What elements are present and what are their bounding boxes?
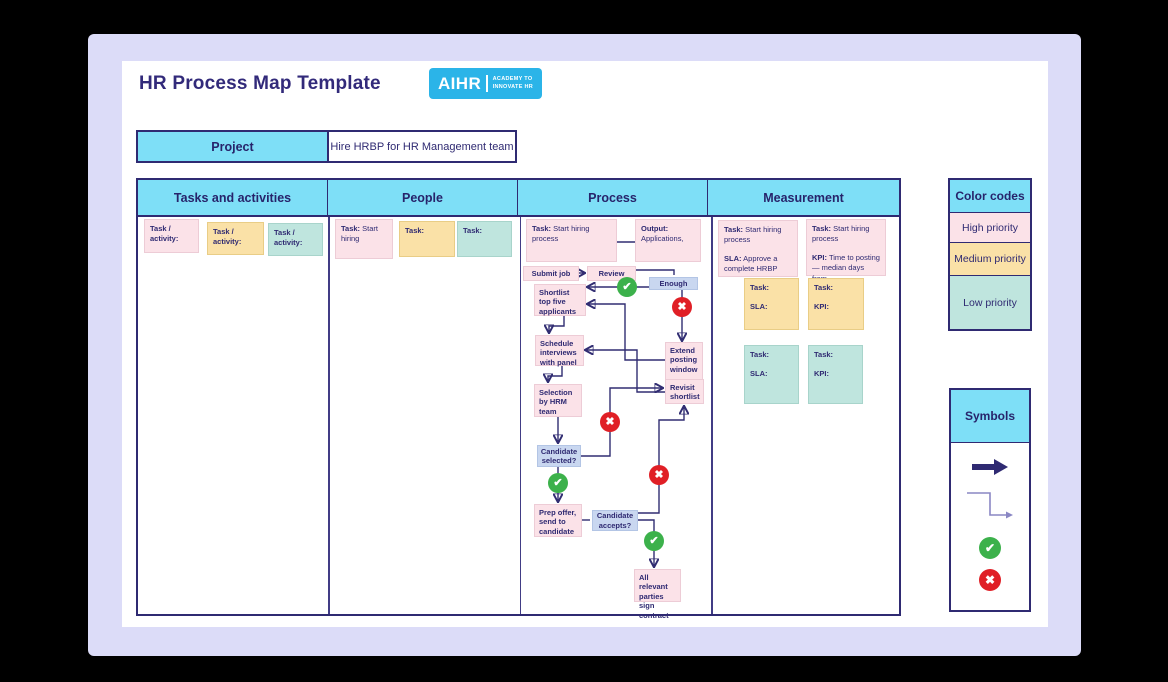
decision-candidate-accepts[interactable]: Candidate accepts? <box>592 510 638 531</box>
connector-schedule-selection <box>548 366 563 381</box>
legend-high-priority: High priority <box>950 213 1030 243</box>
connector-review-enough <box>636 269 675 275</box>
logo-tagline: ACADEMY TO INNOVATE HR <box>492 76 534 90</box>
no-cross-icon: ✖ <box>672 297 692 317</box>
column-divider <box>328 217 330 614</box>
measurement-note-sla-medium[interactable]: Task: SLA: <box>744 278 799 330</box>
connector-accepts-no-revisit <box>638 407 684 514</box>
sticky-note-people-medium[interactable]: Task: <box>399 221 455 257</box>
yes-check-icon: ✔ <box>617 277 637 297</box>
measurement-note-sla-low[interactable]: Task: SLA: <box>744 345 799 404</box>
sticky-note-people-low[interactable]: Task: <box>457 221 512 257</box>
step-revisit-shortlist[interactable]: Revisit shortlist <box>665 379 704 404</box>
page-title: HR Process Map Template <box>139 73 381 94</box>
color-codes-title: Color codes <box>950 180 1030 213</box>
elbow-connector-icon <box>967 492 1013 519</box>
measurement-note-kpi-high[interactable]: Task: Start hiring process KPI: Time to … <box>806 219 886 283</box>
sticky-note-people-high[interactable]: Task: Start hiring <box>335 219 393 259</box>
step-schedule-interviews[interactable]: Schedule interviews with panel <box>535 335 584 367</box>
no-cross-icon: ✖ <box>979 569 1001 591</box>
column-header-tasks: Tasks and activities <box>138 180 328 215</box>
project-bar: Project Hire HRBP for HR Management team <box>136 130 517 163</box>
connector-revisit-schedule <box>586 350 665 393</box>
connector-candidate-no-revisit <box>581 388 662 457</box>
decision-enough[interactable]: Enough <box>649 277 698 290</box>
step-sign-contract[interactable]: All relevant parties sign contract <box>634 569 681 620</box>
column-header-process: Process <box>518 180 708 215</box>
connector-shortlist-schedule <box>549 316 565 332</box>
table-header-row: Tasks and activities People Process Meas… <box>138 180 899 217</box>
yes-check-icon: ✔ <box>979 537 1001 559</box>
decision-candidate-selected[interactable]: Candidate selected? <box>537 445 581 467</box>
sticky-note-task-activity-high[interactable]: Task / activity: <box>144 219 199 253</box>
step-shortlist[interactable]: Shortlist top five applicants <box>534 284 586 316</box>
process-map-table: Tasks and activities People Process Meas… <box>136 178 901 620</box>
color-codes-panel: Color codes High priority Medium priorit… <box>948 178 1032 331</box>
no-cross-icon: ✖ <box>600 412 620 432</box>
column-divider <box>519 217 521 614</box>
project-value[interactable]: Hire HRBP for HR Management team <box>330 140 514 153</box>
logo-brand-text: AIHR <box>438 73 482 93</box>
project-label: Project <box>138 132 329 161</box>
symbols-list: ✔ ✖ <box>951 443 1029 591</box>
step-selection-hrm[interactable]: Selection by HRM team <box>534 384 582 417</box>
no-cross-icon: ✖ <box>649 465 669 485</box>
process-task-note[interactable]: Task: Start hiring process <box>526 219 617 262</box>
bold-arrow-icon <box>972 459 1008 475</box>
whiteboard-canvas: HR Process Map Template AIHR ACADEMY TO … <box>122 61 1048 627</box>
measurement-note-kpi-low[interactable]: Task: KPI: <box>808 345 863 404</box>
step-extend-posting[interactable]: Extend posting window <box>665 342 703 381</box>
yes-check-icon: ✔ <box>548 473 568 493</box>
logo-divider <box>486 75 488 92</box>
yes-check-icon: ✔ <box>644 531 664 551</box>
column-header-people: People <box>328 180 518 215</box>
column-divider <box>711 217 713 614</box>
measurement-note-sla-high[interactable]: Task: Start hiring process SLA: Approve … <box>718 220 798 277</box>
legend-medium-priority: Medium priority <box>950 243 1030 276</box>
step-submit-job[interactable]: Submit job <box>523 266 579 281</box>
step-prep-offer[interactable]: Prep offer, send to candidate <box>534 504 582 537</box>
symbols-title: Symbols <box>951 390 1029 443</box>
aihr-logo: AIHR ACADEMY TO INNOVATE HR <box>429 68 543 99</box>
symbols-panel: Symbols ✔ ✖ <box>949 388 1031 612</box>
measurement-note-kpi-medium[interactable]: Task: KPI: <box>808 278 864 330</box>
sticky-note-task-activity-low[interactable]: Task / activity: <box>268 223 323 256</box>
column-header-measurement: Measurement <box>763 190 844 205</box>
connector-extend-shortlist <box>588 304 665 361</box>
sticky-note-task-activity-medium[interactable]: Task / activity: <box>207 222 264 255</box>
legend-low-priority: Low priority <box>950 276 1030 329</box>
process-output-note[interactable]: Output: Applications, <box>635 219 701 262</box>
